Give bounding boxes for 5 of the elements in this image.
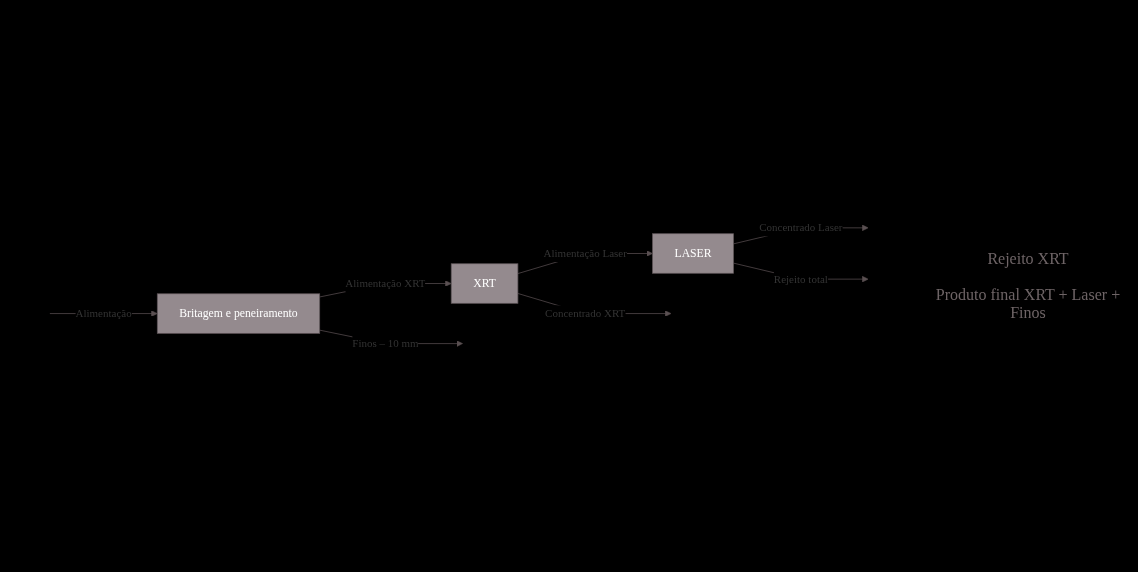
node-box: Britagem e peneiramento — [156, 293, 321, 334]
flow-label: Rejeito XRT — [986, 250, 1070, 268]
node-box: XRT — [450, 263, 519, 304]
node-box: LASER — [652, 233, 734, 274]
flow-label: Produto final XRT + Laser + Finos — [934, 286, 1122, 322]
